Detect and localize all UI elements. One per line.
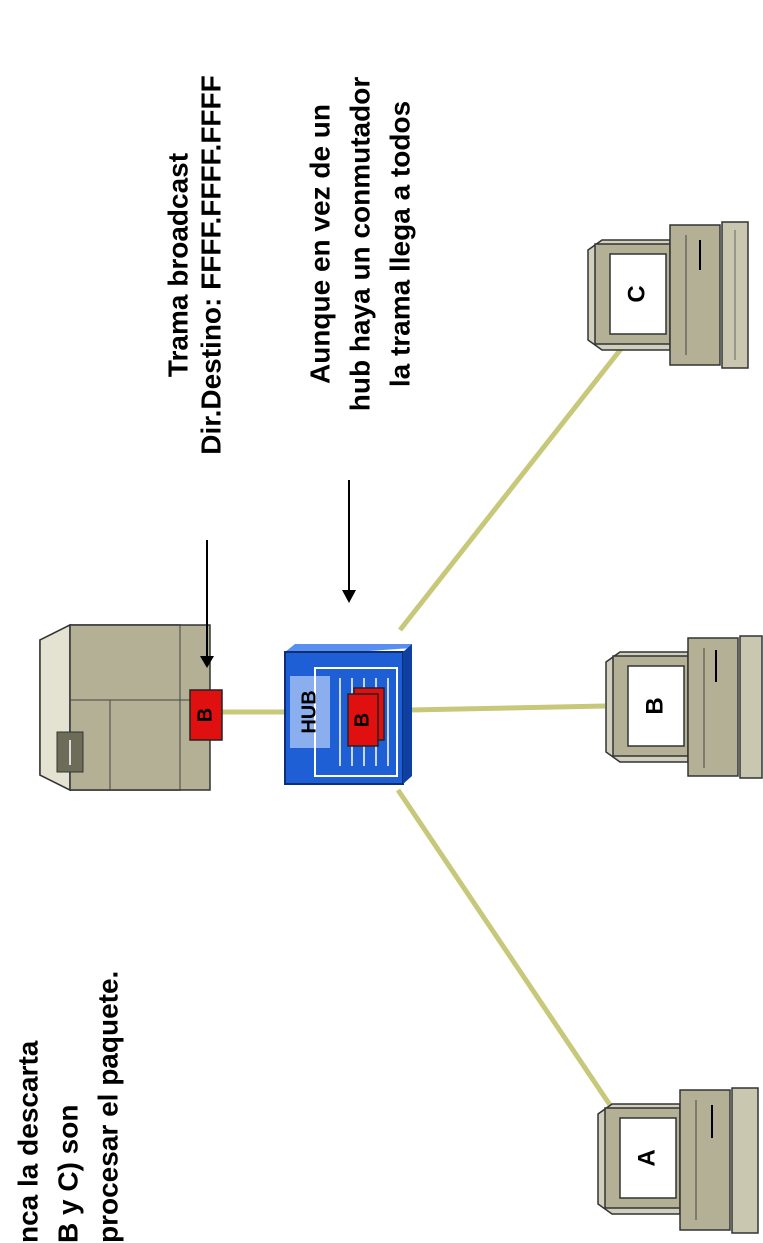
hub: HUB B <box>284 644 412 785</box>
hub-frame-label: B <box>351 713 373 727</box>
switch-note-line1: Aunque en vez de un <box>304 104 335 384</box>
server-front <box>69 624 211 791</box>
arrow-head <box>200 656 214 668</box>
cable-hub-b <box>409 703 606 713</box>
hub-side <box>403 644 412 784</box>
broadcast-arrow <box>200 540 214 668</box>
left-note-line2: B y C) son <box>52 1105 83 1243</box>
left-note-line3: procesar el paquete. <box>92 971 123 1243</box>
arrow-head <box>342 590 356 603</box>
computer-a-label: A <box>633 1149 660 1166</box>
hub-label: HUB <box>298 690 320 733</box>
screen-a <box>619 1117 677 1199</box>
switch-note-line3: la trama llega a todos <box>384 101 415 387</box>
computer-b-label: B <box>641 697 668 714</box>
tower-c <box>669 224 721 366</box>
hub-label-box <box>290 676 330 748</box>
cable-hub-c <box>398 338 630 632</box>
computer-a: A <box>597 1087 759 1234</box>
server-drive-bay <box>56 731 84 773</box>
cable-hub-a <box>395 788 615 1110</box>
broadcast-label-line2: Dir.Destino: FFFF.FFFF.FFFF <box>195 75 226 455</box>
screen-c <box>609 253 667 335</box>
computer-b: B <box>605 635 763 779</box>
keyboard-b <box>739 635 763 779</box>
switch-note-line2: hub haya un conmutador <box>344 77 375 412</box>
hub-doc <box>314 667 398 777</box>
tower-b <box>687 637 739 777</box>
computer-c: C <box>587 221 749 369</box>
keyboard-a <box>731 1087 759 1234</box>
computer-c-label: C <box>623 285 650 302</box>
switch-arrow <box>342 480 356 603</box>
server <box>39 623 211 792</box>
hub-frame-packet <box>347 693 379 747</box>
left-note-line1: nca la descarta <box>12 1040 43 1243</box>
screen-b <box>627 665 685 747</box>
tower-a <box>679 1089 731 1231</box>
frame-packet <box>189 689 223 741</box>
server-frame-label: B <box>194 708 216 722</box>
server-frame-b: B <box>189 689 223 741</box>
cables <box>222 338 630 1110</box>
broadcast-label-line1: Trama broadcast <box>162 153 193 377</box>
